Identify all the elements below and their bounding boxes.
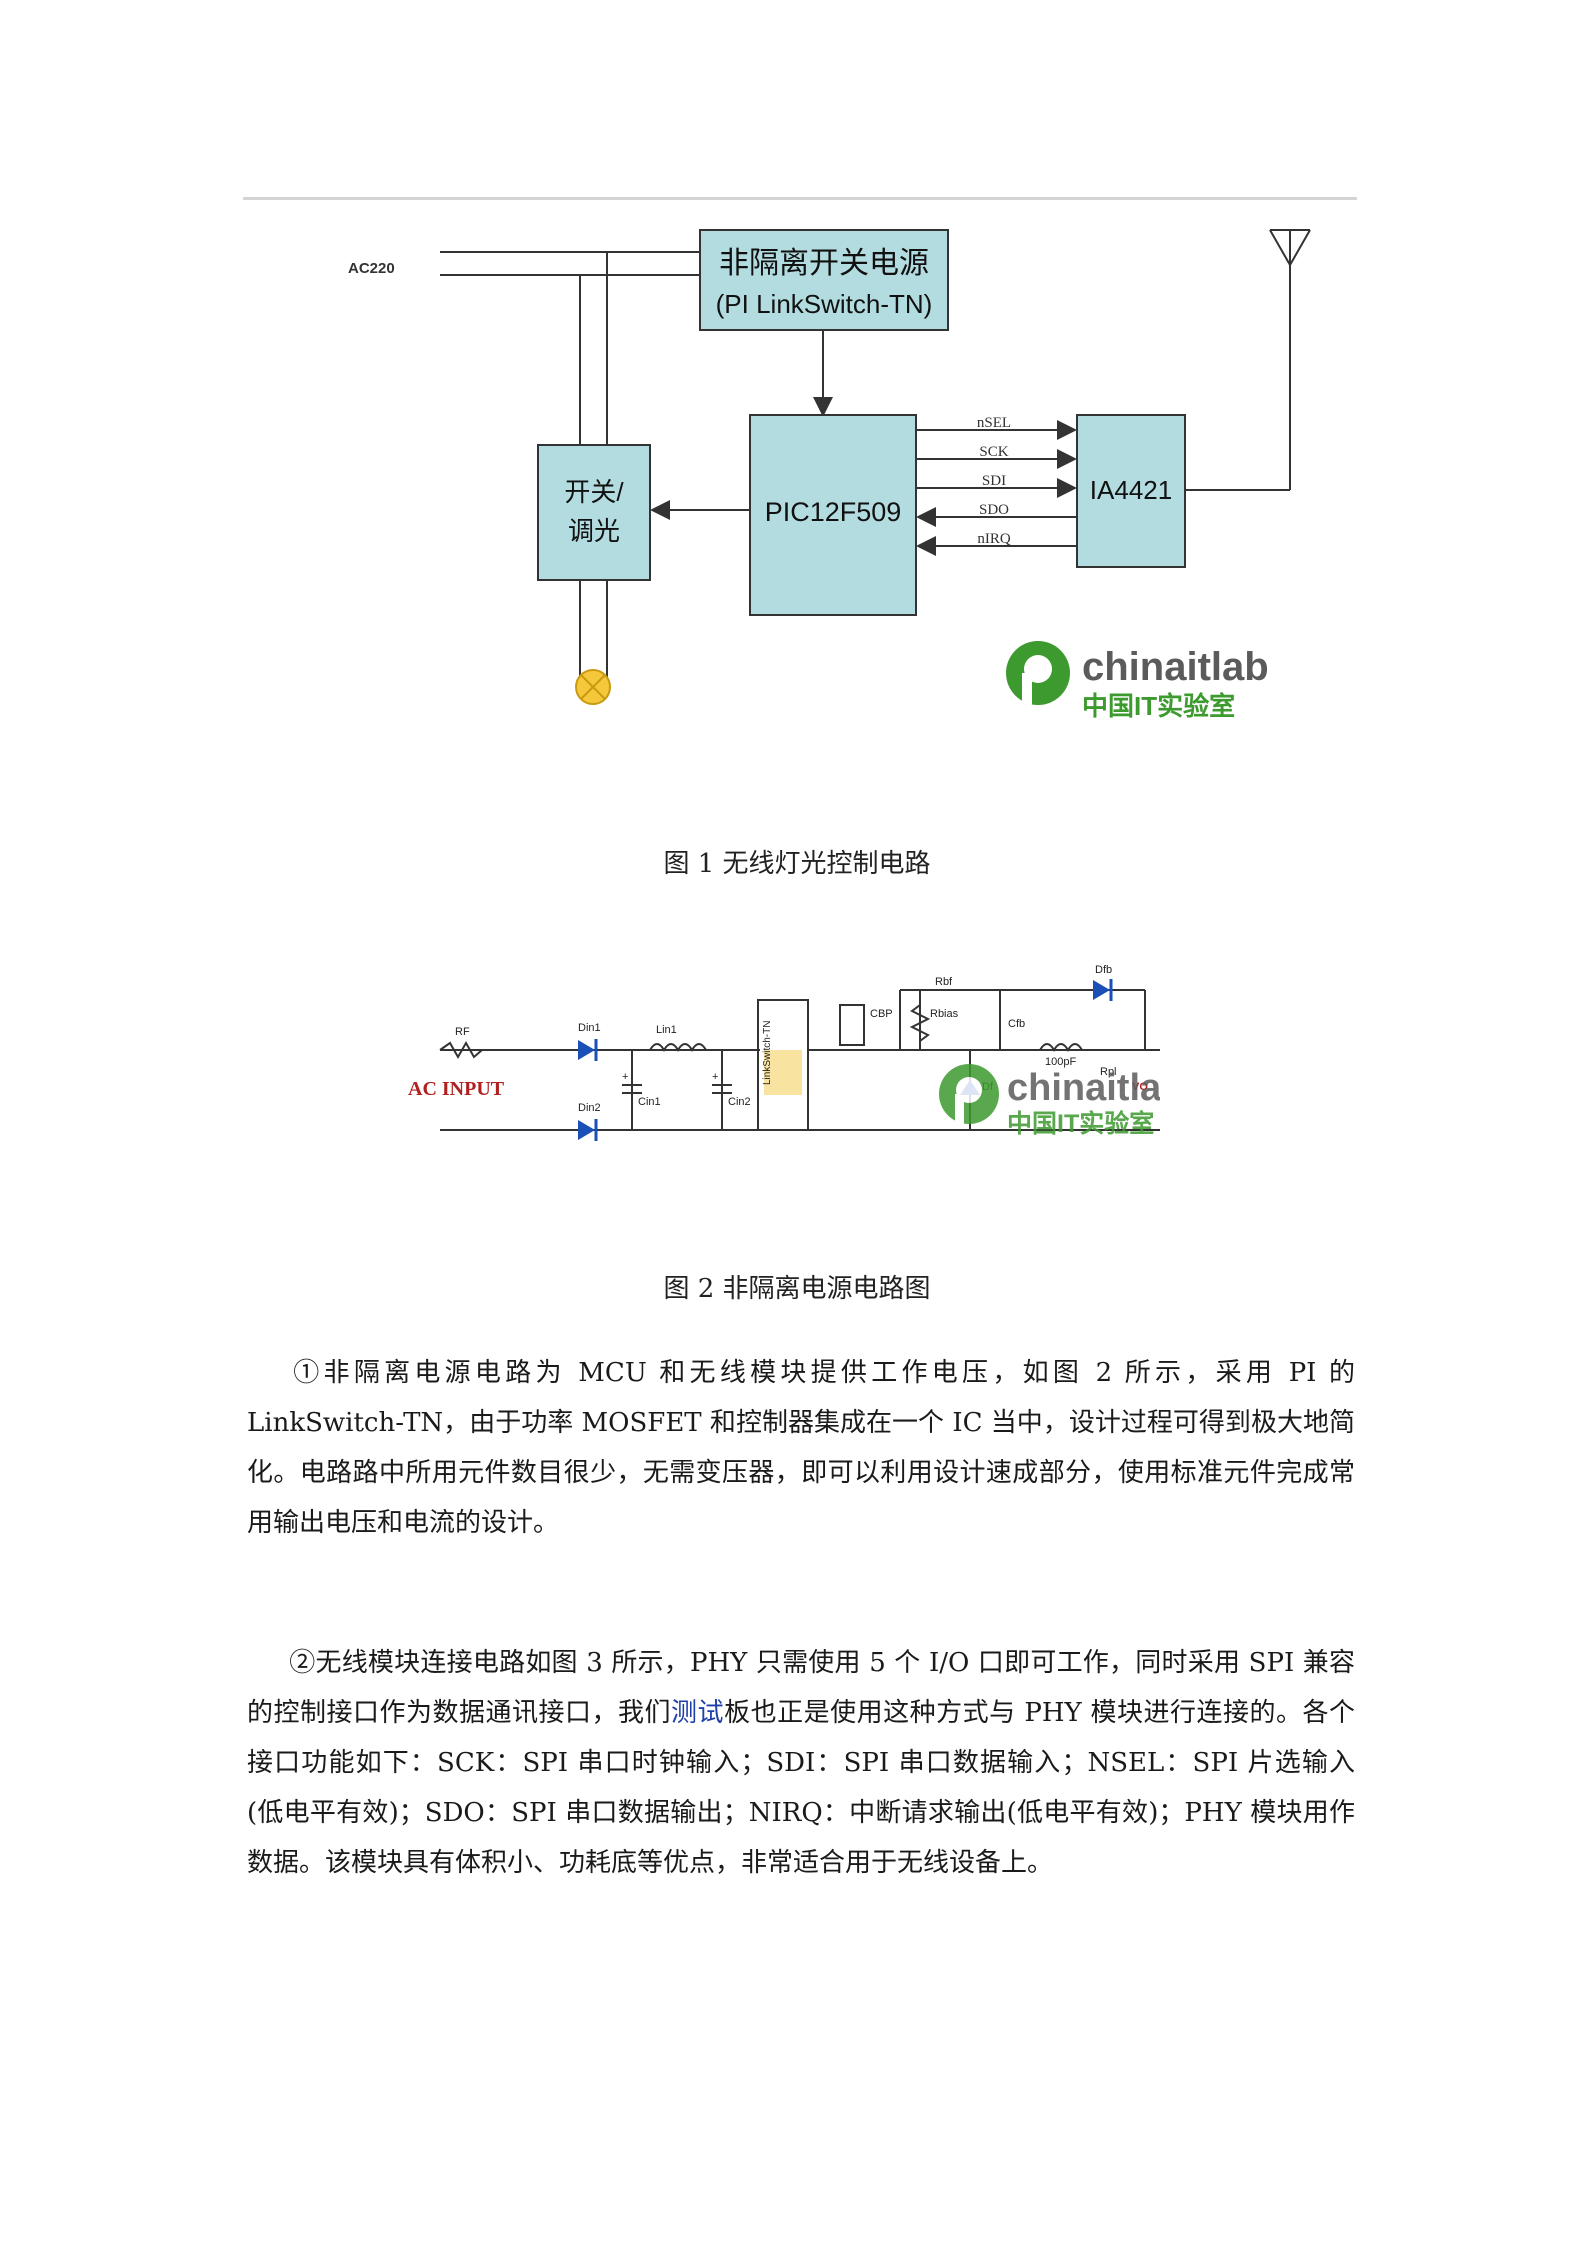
label-ac-input: AC INPUT [408, 1078, 505, 1100]
switch-label-line2: 调光 [568, 516, 620, 546]
label-din1: Din1 [578, 1022, 601, 1034]
paragraph-2-before-link: ②无线模块连接电路如图 3 所示，PHY 只需使用 5 个 I/O 口即可工作，… [247, 1648, 1355, 1728]
rf-module-block [1076, 414, 1186, 568]
label-cfb: Cfb [1008, 1018, 1025, 1030]
figure-2-caption: 图 2 非隔离电源电路图 [663, 1274, 931, 1304]
watermark-brand: chinaitlab [1007, 1067, 1160, 1109]
signal-label: nIRQ [977, 531, 1011, 547]
rf-module-label: IA4421 [1090, 475, 1172, 505]
label-plus: + [712, 1071, 718, 1083]
signal-label: SDO [979, 502, 1009, 518]
figure-2-circuit-diagram: RF Din1 Din2 Lin1 Cin1 Cin2 + + CBP Rbia… [408, 964, 1160, 1141]
mcu-block [749, 414, 917, 616]
psu-label-line2: (PI LinkSwitch-TN) [716, 289, 933, 319]
label-ic: LinkSwitch-TN [762, 1021, 773, 1085]
psu-block [699, 229, 949, 331]
switch-label-line1: 开关/ [564, 477, 624, 507]
paragraph-2-after-link: 板也正是使用这种方式与 PHY 模块进行连接的。各个接口功能如下：SCK：SPI… [247, 1698, 1355, 1878]
lamp-icon [575, 669, 611, 705]
paragraph-1: ①非隔离电源电路为 MCU 和无线模块提供工作电压，如图 2 所示，采用 PI … [247, 1348, 1355, 1548]
header-rule [243, 197, 1357, 200]
psu-label-line1: 非隔离开关电源 [719, 247, 929, 280]
signal-label: nSEL [977, 415, 1011, 431]
mcu-label: PIC12F509 [765, 497, 902, 527]
watermark-cn: 中国IT实验室 [1082, 691, 1235, 720]
label-din2: Din2 [578, 1102, 601, 1114]
label-cin2: Cin2 [728, 1096, 751, 1108]
label-lin1: Lin1 [656, 1024, 677, 1036]
label-rbf: Rbf [935, 976, 953, 988]
label-plus: + [622, 1071, 628, 1083]
label-cbp: CBP [870, 1008, 893, 1020]
diode-din1 [578, 1040, 595, 1060]
signal-label: SCK [979, 444, 1008, 460]
test-board-link[interactable]: 测试 [671, 1698, 725, 1728]
label-rbias: Rbias [930, 1008, 959, 1020]
switch-block [537, 444, 651, 581]
diode-dfb [1093, 980, 1110, 1000]
label-cap-value: 100pF [1045, 1056, 1076, 1068]
signal-label: SDI [982, 473, 1006, 489]
label-rf: RF [455, 1026, 470, 1038]
chinaitlab-watermark: chinaitlab 中国IT实验室 [939, 1064, 1160, 1138]
label-rpl: Rpl [1100, 1066, 1117, 1078]
figure-1-block-diagram: 非隔离开关电源 (PI LinkSwitch-TN) PIC12F509 IA4… [348, 229, 1311, 720]
diode-din2 [578, 1120, 595, 1140]
paragraph-2: ②无线模块连接电路如图 3 所示，PHY 只需使用 5 个 I/O 口即可工作，… [247, 1638, 1355, 1888]
figure-1-caption: 图 1 无线灯光控制电路 [663, 849, 931, 879]
chinaitlab-watermark: chinaitlab 中国IT实验室 [1006, 641, 1269, 720]
label-cin1: Cin1 [638, 1096, 661, 1108]
watermark-cn: 中国IT实验室 [1007, 1109, 1154, 1138]
label-vo: VO [1132, 1081, 1148, 1093]
label-dfb: Dfb [1095, 964, 1112, 976]
ac220-label: AC220 [348, 260, 395, 277]
watermark-brand: chinaitlab [1082, 645, 1269, 689]
paragraph-1-text: ①非隔离电源电路为 MCU 和无线模块提供工作电压，如图 2 所示，采用 PI … [247, 1358, 1355, 1538]
